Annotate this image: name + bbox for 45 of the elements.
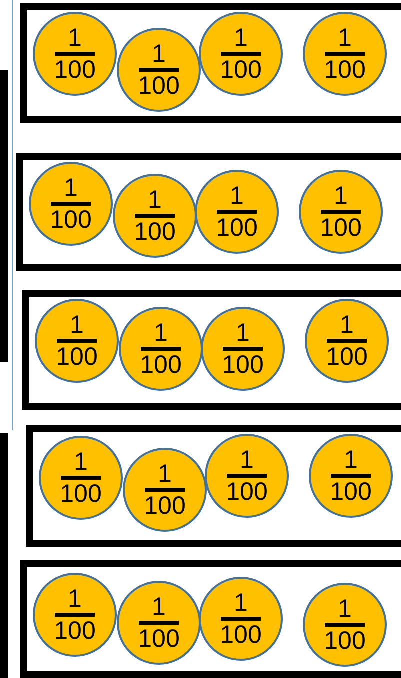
denominator: 100 [138, 73, 180, 99]
frame-box [22, 290, 401, 410]
denominator: 100 [326, 344, 368, 370]
numerator: 1 [74, 449, 88, 475]
denominator: 100 [220, 57, 262, 83]
numerator: 1 [236, 320, 250, 346]
denominator: 100 [60, 481, 102, 507]
denominator: 100 [56, 344, 98, 370]
numerator: 1 [68, 25, 82, 51]
frame-box [20, 3, 401, 123]
denominator: 100 [330, 479, 372, 505]
denominator: 100 [144, 493, 186, 519]
numerator: 1 [344, 447, 358, 473]
numerator: 1 [148, 187, 162, 213]
denominator: 100 [226, 479, 268, 505]
numerator: 1 [340, 312, 354, 338]
denominator: 100 [134, 219, 176, 245]
numerator: 1 [338, 25, 352, 51]
numerator: 1 [64, 175, 78, 201]
numerator: 1 [230, 183, 244, 209]
numerator: 1 [338, 596, 352, 622]
denominator: 100 [324, 628, 366, 654]
frame-box [16, 153, 401, 271]
numerator: 1 [234, 25, 248, 51]
numerator: 1 [152, 594, 166, 620]
denominator: 100 [216, 215, 258, 241]
numerator: 1 [158, 461, 172, 487]
frame-box [20, 560, 401, 678]
denominator: 100 [54, 57, 96, 83]
denominator: 100 [320, 215, 362, 241]
denominator: 100 [140, 352, 182, 378]
denominator: 100 [324, 57, 366, 83]
numerator: 1 [68, 586, 82, 612]
numerator: 1 [152, 41, 166, 67]
numerator: 1 [334, 183, 348, 209]
numerator: 1 [240, 447, 254, 473]
denominator: 100 [138, 626, 180, 652]
frame-box [26, 425, 401, 547]
denominator: 100 [54, 618, 96, 644]
denominator: 100 [222, 352, 264, 378]
denominator: 100 [50, 207, 92, 233]
denominator: 100 [220, 622, 262, 648]
numerator: 1 [154, 320, 168, 346]
numerator: 1 [234, 590, 248, 616]
numerator: 1 [70, 312, 84, 338]
